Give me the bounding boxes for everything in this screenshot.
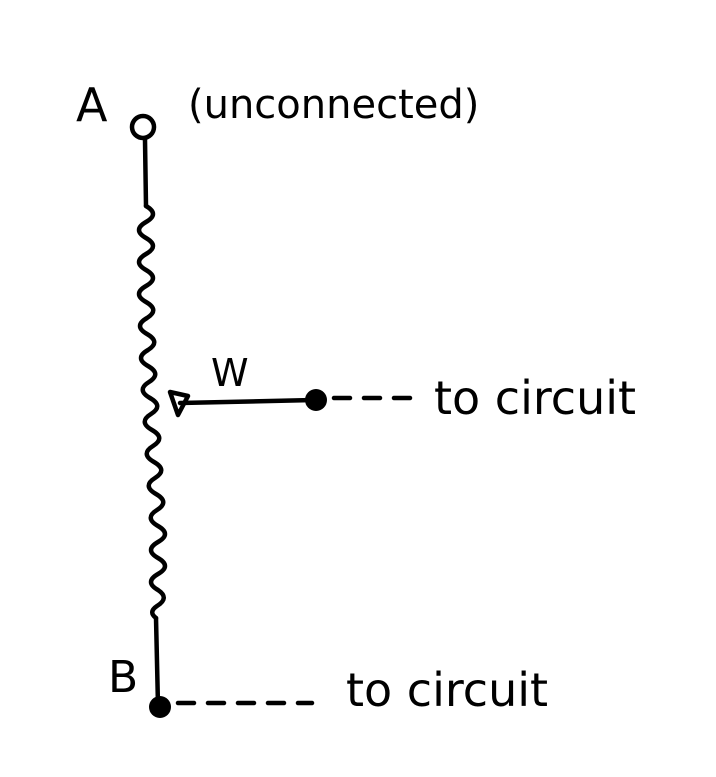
terminal-a-note: (unconnected) — [188, 82, 479, 128]
terminal-b-label: B — [108, 652, 138, 703]
terminal-a-open-circle — [129, 113, 157, 141]
terminal-b-note: to circuit — [346, 663, 548, 717]
wiper-arrowhead — [167, 389, 191, 418]
terminal-a-label: A — [76, 78, 108, 132]
resistor-upper-segment — [136, 203, 158, 401]
lead-a-to-resistor — [142, 137, 149, 209]
resistor-lower-segment — [142, 395, 168, 621]
lead-resistor-to-b — [153, 615, 161, 709]
wiper-note: to circuit — [434, 371, 636, 425]
terminal-b-node-dot — [149, 696, 171, 718]
wiper-node-dot — [305, 389, 327, 411]
wiper-line — [177, 397, 317, 406]
wiper-label: W — [211, 351, 249, 395]
